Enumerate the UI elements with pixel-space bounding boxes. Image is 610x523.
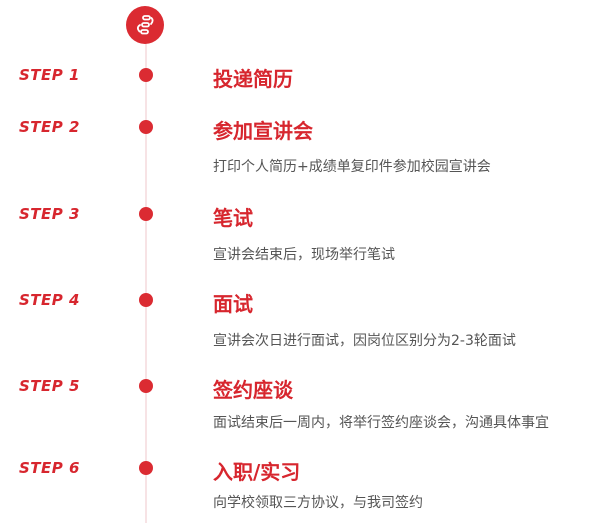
step-label: STEP 6: [19, 459, 80, 477]
step-label: STEP 2: [19, 118, 80, 136]
timeline-dot: [139, 68, 153, 82]
step-label: STEP 4: [19, 291, 80, 309]
step-title: 入职/实习: [213, 460, 301, 484]
process-flow-icon: [126, 6, 164, 44]
timeline-dot: [139, 379, 153, 393]
timeline-dot: [139, 120, 153, 134]
timeline-dot: [139, 461, 153, 475]
step-title: 笔试: [213, 206, 253, 230]
step-title: 参加宣讲会: [213, 119, 313, 143]
step-description: 打印个人简历+成绩单复印件参加校园宣讲会: [213, 159, 491, 175]
timeline-line: [145, 40, 147, 523]
step-label: STEP 1: [19, 66, 80, 84]
step-description: 面试结束后一周内，将举行签约座谈会，沟通具体事宜: [213, 415, 549, 431]
step-title: 签约座谈: [213, 378, 293, 402]
step-description: 宣讲会结束后，现场举行笔试: [213, 247, 395, 263]
step-title: 投递简历: [213, 67, 293, 91]
timeline-dot: [139, 293, 153, 307]
step-description: 向学校领取三方协议，与我司签约: [213, 495, 423, 511]
step-title: 面试: [213, 292, 253, 316]
step-label: STEP 5: [19, 377, 80, 395]
step-label: STEP 3: [19, 205, 80, 223]
step-description: 宣讲会次日进行面试，因岗位区别分为2-3轮面试: [213, 333, 516, 349]
timeline-dot: [139, 207, 153, 221]
